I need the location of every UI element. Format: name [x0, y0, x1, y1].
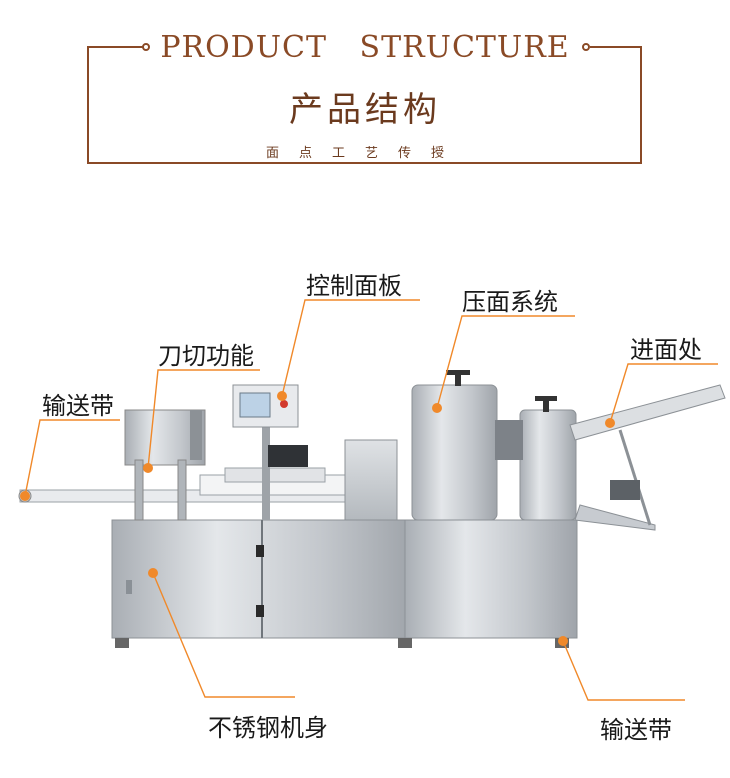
label-pressing-system: 压面系统 — [462, 288, 558, 316]
label-dough-inlet: 进面处 — [630, 336, 702, 364]
pressing-system-unit — [411, 370, 577, 521]
label-conveyor-right: 输送带 — [600, 716, 672, 744]
header-dot-left — [142, 43, 150, 51]
header-subtitle: 面点工艺传授 — [265, 146, 464, 161]
label-stainless-body: 不锈钢机身 — [208, 714, 328, 742]
header-frame-top-right — [590, 46, 642, 48]
title-english: PRODUCT STRUCTURE — [160, 30, 570, 65]
middle-conveyor — [199, 467, 351, 496]
leader-lines — [24, 299, 718, 701]
label-control-panel: 控制面板 — [306, 272, 402, 300]
label-cutting: 刀切功能 — [158, 342, 254, 370]
control-panel-unit — [232, 384, 308, 520]
title-chinese: 产品结构 — [289, 90, 441, 130]
leader-dots — [20, 391, 615, 646]
cutting-unit — [124, 409, 206, 521]
header-frame — [87, 46, 642, 164]
header-frame-top-left — [87, 46, 143, 48]
label-conveyor-left: 输送带 — [42, 392, 114, 420]
header-dot-right — [582, 43, 590, 51]
dough-inlet-unit — [569, 384, 726, 531]
lower-cabinet — [111, 519, 578, 648]
middle-cabinet — [344, 439, 398, 521]
